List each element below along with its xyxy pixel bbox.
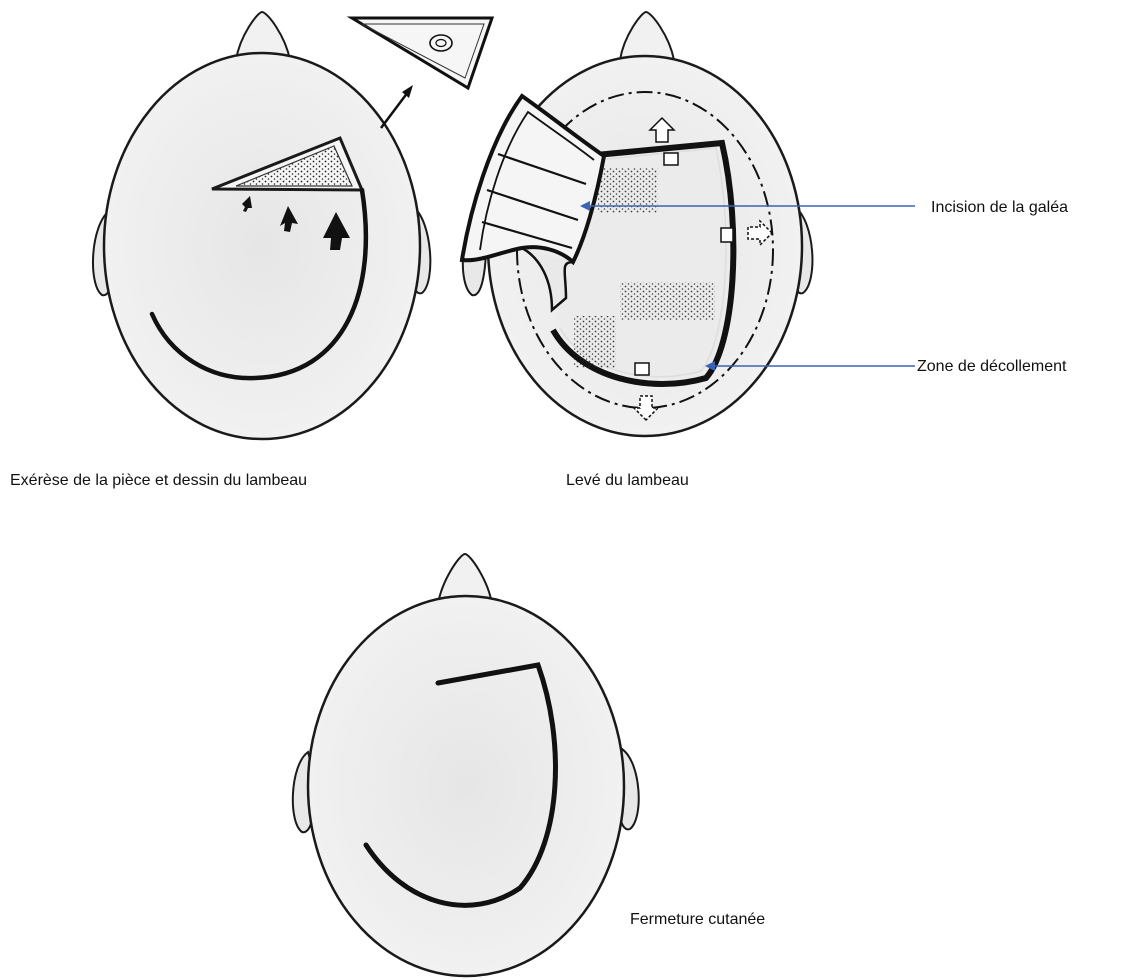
scalp-1 — [104, 53, 420, 439]
head-excision — [93, 12, 492, 439]
dotted-zone-mid — [620, 282, 715, 320]
label-galea-incision: Incision de la galéa — [931, 199, 1068, 217]
caption-excision: Exérèse de la pièce et dessin du lambeau — [10, 472, 307, 490]
label-undermining-zone: Zone de décollement — [917, 358, 1066, 376]
excised-specimen — [352, 18, 492, 88]
removal-arrow-icon — [381, 85, 413, 128]
head-flap-raised — [462, 12, 915, 436]
caption-closure: Fermeture cutanée — [630, 911, 765, 929]
scalp-3 — [308, 596, 624, 976]
caption-flap-raised: Levé du lambeau — [566, 472, 689, 490]
dotted-zone-lower — [574, 316, 616, 368]
nose-2 — [620, 12, 674, 60]
head-closure — [293, 554, 639, 976]
